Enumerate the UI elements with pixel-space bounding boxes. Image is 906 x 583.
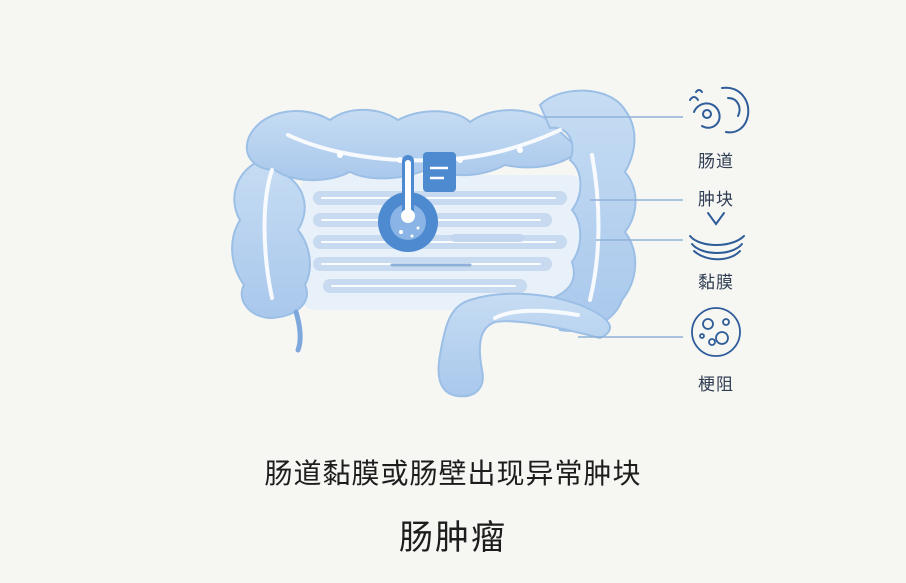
large-intestine	[231, 89, 637, 398]
leader-lines	[545, 116, 683, 338]
mucosa-lines	[390, 234, 524, 267]
cell-cluster-icon	[691, 307, 741, 357]
legend-label-intestine: 肠道	[698, 152, 734, 172]
legend-label-tumor: 肿块	[698, 190, 734, 210]
legend-label-obstruction: 梗阻	[698, 375, 734, 395]
mucosa-icon	[689, 235, 745, 261]
legend-label-mucosa: 黏膜	[698, 273, 734, 293]
diagram-title: 肠肿瘤	[399, 518, 507, 558]
intestine-icon	[689, 86, 750, 134]
chevron-down-icon	[707, 212, 725, 226]
diagram-caption: 肠道黏膜或肠壁出现异常肿块	[264, 457, 642, 490]
tumor-marker	[378, 152, 456, 252]
